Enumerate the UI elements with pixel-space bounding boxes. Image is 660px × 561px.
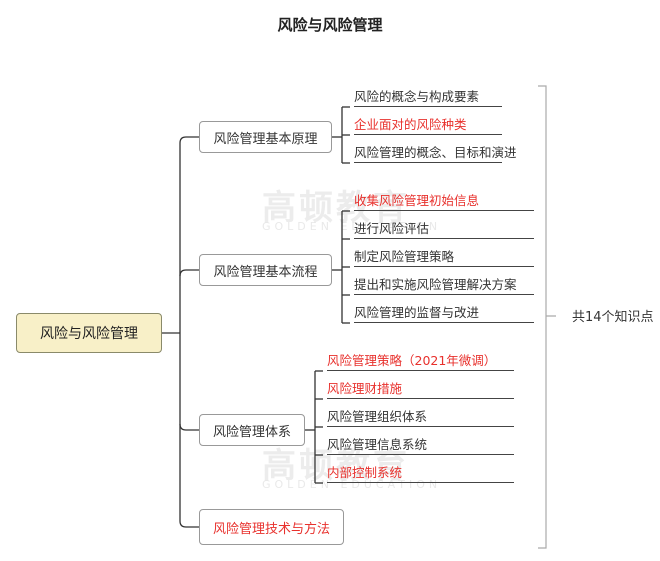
leaf-node[interactable]: 风险管理策略（2021年微调）: [327, 352, 514, 371]
branch-node[interactable]: 风险管理技术与方法: [199, 509, 344, 545]
leaf-node[interactable]: 提出和实施风险管理解决方案: [354, 276, 534, 295]
page-title: 风险与风险管理: [277, 16, 383, 34]
root-node[interactable]: 风险与风险管理: [16, 313, 162, 353]
leaf-node[interactable]: 风险的概念与构成要素: [354, 88, 502, 107]
leaf-node[interactable]: 收集风险管理初始信息: [354, 192, 534, 211]
branch-connector: [179, 520, 199, 528]
branch-connector: [179, 423, 199, 431]
leaf-node[interactable]: 风险管理组织体系: [327, 408, 514, 427]
summary-bracket: [538, 85, 556, 549]
leaf-node[interactable]: 内部控制系统: [327, 464, 514, 483]
leaf-node[interactable]: 风险管理信息系统: [327, 436, 514, 455]
branch-node[interactable]: 风险管理基本流程: [199, 254, 332, 286]
leaf-node[interactable]: 风险管理的概念、目标和演进: [354, 144, 517, 163]
branch-connector: [179, 136, 199, 144]
branch-node[interactable]: 风险管理基本原理: [199, 121, 332, 153]
leaf-node[interactable]: 风险理财措施: [327, 380, 514, 399]
knowledge-point-count: 共14个知识点: [572, 310, 654, 325]
leaf-node[interactable]: 风险管理的监督与改进: [354, 304, 534, 323]
leaf-node[interactable]: 进行风险评估: [354, 220, 534, 239]
branch-node[interactable]: 风险管理体系: [199, 414, 305, 446]
branch-connector: [179, 269, 199, 277]
leaf-node[interactable]: 制定风险管理策略: [354, 248, 534, 267]
leaf-node[interactable]: 企业面对的风险种类: [354, 116, 502, 135]
